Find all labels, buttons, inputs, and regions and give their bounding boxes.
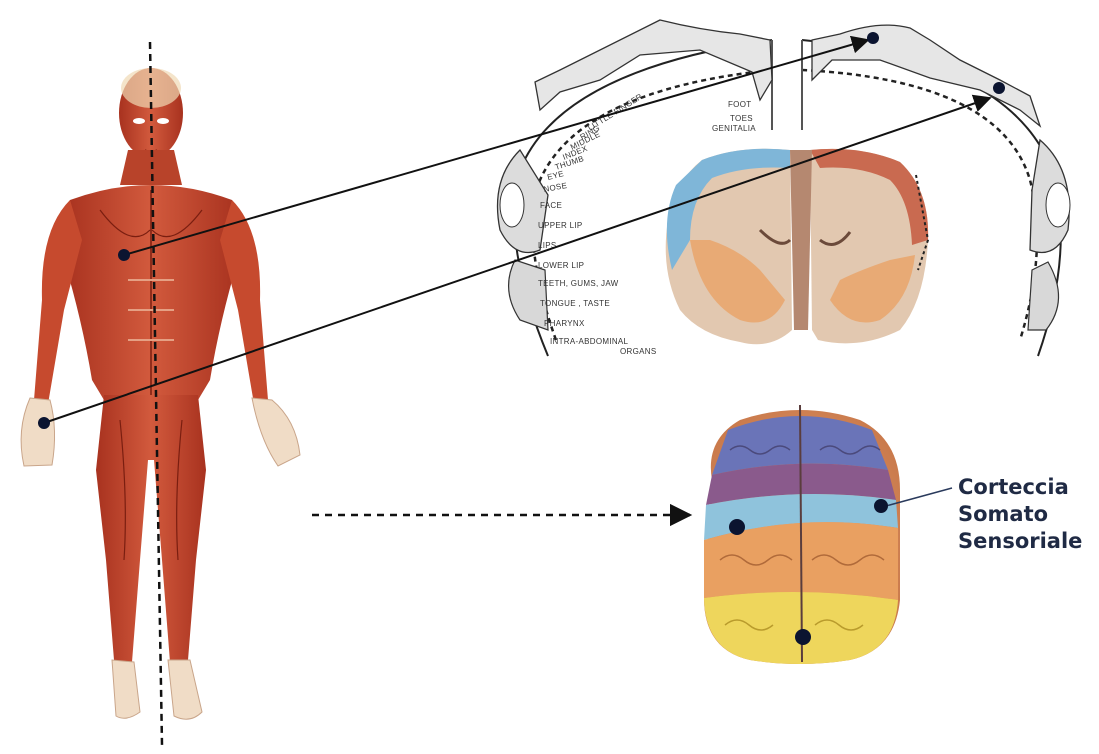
dot-homunculus-right [993,82,1005,94]
dot-brain-bottom [795,629,811,645]
cortex-label-line-3: Sensoriale [958,528,1082,555]
dot-brain-left [729,519,745,535]
label-intra-abdominal: INTRA-ABDOMINAL [550,337,629,346]
brain-top-view [704,405,900,664]
label-toes: TOES [730,114,753,123]
label-face: FACE [540,201,562,210]
dot-brain-right [874,499,888,513]
dot-chest [118,249,130,261]
label-genitalia: GENITALIA [712,124,756,133]
cortex-somatosensory-label: Corteccia Somato Sensoriale [958,474,1082,555]
label-teeth-gums-jaw: TEETH, GUMS, JAW [538,279,619,288]
label-foot: FOOT [728,100,751,109]
label-nose: NOSE [543,181,568,194]
dot-hand [38,417,50,429]
cortex-label-line-1: Corteccia [958,474,1082,501]
cortex-label-line-2: Somato [958,501,1082,528]
label-organs: ORGANS [620,347,656,356]
label-lower-lip: LOWER LIP [538,261,584,270]
label-pharynx: PHARYNX [544,319,585,328]
dot-homunculus-top [867,32,879,44]
label-eye: EYE [546,169,565,182]
label-tongue-taste: TONGUE , TASTE [540,299,610,308]
homunculus-cortex-section: FOOT TOES GENITALIA LITTLE FINGER RING M… [498,20,1071,356]
label-upper-lip: UPPER LIP [538,221,583,230]
